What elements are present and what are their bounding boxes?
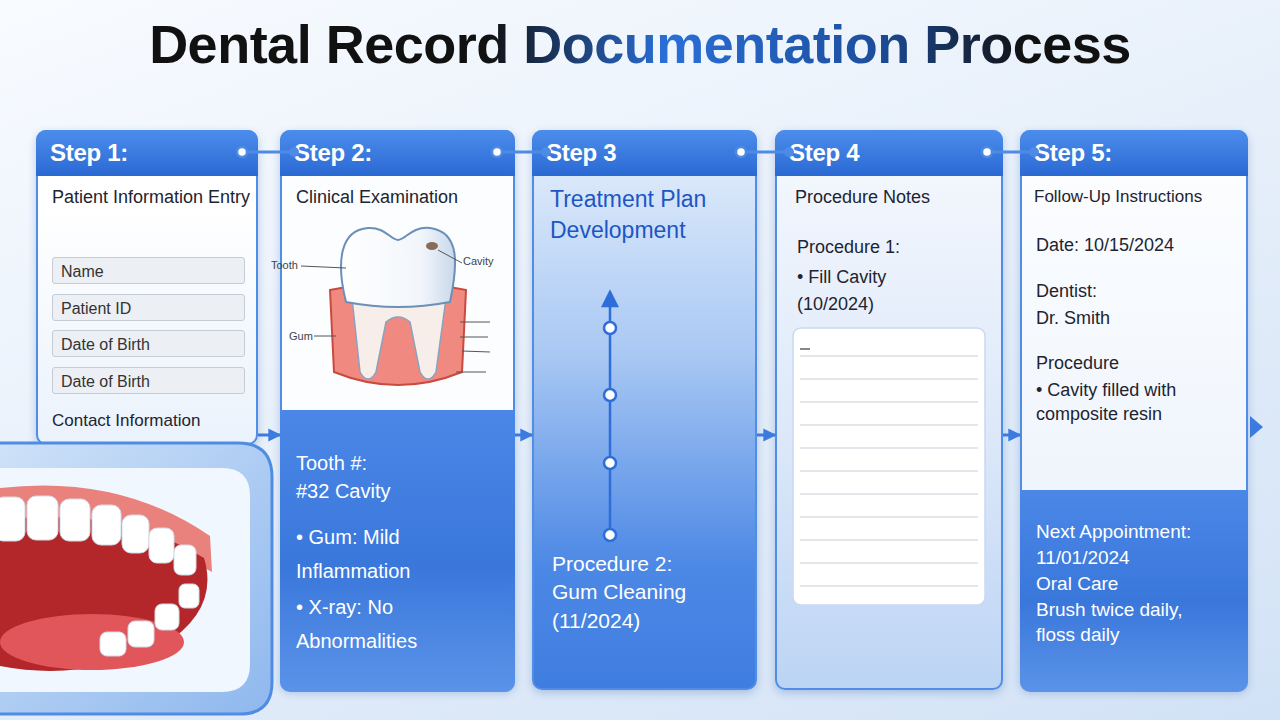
- form-field: Date of Birth: [52, 367, 245, 394]
- tooth: [128, 621, 154, 647]
- appointment-text: Next Appointment:: [1036, 520, 1241, 545]
- step-panel: Step 4 Procedure NotesProcedure 1: • Fill …: [775, 130, 1003, 690]
- appointment-text: 11/01/2024: [1036, 546, 1241, 571]
- lower-teeth: [100, 584, 199, 656]
- step-header: Step 5:: [1020, 130, 1248, 176]
- finding-text: • Gum: Mild Inflammation: [296, 520, 496, 588]
- followup-text: Procedure: [1036, 352, 1246, 375]
- mouth-cavity: [0, 517, 207, 671]
- finding-text: Tooth #:: [296, 450, 501, 476]
- followup-text: Dentist:: [1036, 280, 1246, 303]
- step-header: Step 3: [532, 130, 757, 176]
- tooth: [179, 584, 199, 608]
- form-field-label: Patient ID: [61, 299, 241, 320]
- tooth: [155, 604, 179, 630]
- finding-text: #32 Cavity: [296, 478, 501, 504]
- arrow-head: [1250, 416, 1263, 438]
- plan-item: Procedure 2: Gum Cleaning (11/2024): [552, 550, 712, 635]
- tooth: [149, 528, 174, 563]
- appointment-box: Next Appointment:11/01/2024Oral CareBrus…: [1020, 490, 1248, 692]
- diagram-title: Dental Record Documentation Process: [0, 12, 1280, 76]
- step-header: Step 4: [775, 130, 1003, 176]
- tooth: [100, 632, 126, 656]
- tongue: [0, 614, 184, 670]
- step-header: Step 2:: [280, 130, 515, 176]
- form-field-label: Date of Birth: [61, 372, 241, 393]
- step-title: Treatment Plan Development: [550, 184, 745, 246]
- upper-gum: [0, 485, 212, 572]
- mouth-frame: [0, 443, 272, 714]
- step-panel: Step 5: Follow-Up InstructionsDate: 10/15…: [1020, 130, 1248, 690]
- appointment-text: Brush twice daily, floss daily: [1036, 598, 1211, 647]
- mouth-frame-inner: [0, 468, 250, 692]
- flow-arrow: [1003, 434, 1020, 437]
- form-field-label: Date of Birth: [61, 335, 241, 356]
- step-panel: Step 2: Clinical ExaminationTooth #:#32 C…: [280, 130, 515, 690]
- followup-text: • Cavity filled with composite resin: [1036, 378, 1241, 427]
- tooth: [174, 545, 196, 575]
- step-title: Clinical Examination: [296, 186, 511, 209]
- flow-arrow: [757, 434, 775, 437]
- tooth: [0, 497, 25, 541]
- note-text: Procedure 1:: [797, 236, 987, 259]
- step-title: Procedure Notes: [795, 186, 995, 209]
- followup-text: Date: 10/15/2024: [1036, 234, 1246, 257]
- form-field: Patient ID: [52, 294, 245, 321]
- step-header: Step 1:: [36, 130, 258, 176]
- upper-teeth: [0, 496, 196, 575]
- form-field-label: Contact Information: [52, 410, 256, 432]
- form-field: Name: [52, 257, 245, 284]
- finding-text: • X-ray: No Abnormalities: [296, 590, 501, 658]
- step-panel: Step 3 Treatment Plan DevelopmentProcedur…: [532, 130, 757, 690]
- tooth: [27, 496, 58, 540]
- flow-arrow: [515, 434, 532, 437]
- followup-text: Dr. Smith: [1036, 307, 1246, 330]
- flow-arrow: [258, 434, 280, 437]
- findings-box: Tooth #:#32 Cavity • Gum: Mild Inflammati…: [280, 410, 515, 692]
- note-text: • Fill Cavity (10/2024): [797, 264, 937, 318]
- step-title: Patient Information Entry: [52, 186, 256, 209]
- tooth: [122, 515, 149, 553]
- step-panel: Step 1: Patient Information EntryContact …: [36, 130, 258, 445]
- form-field-label: Name: [61, 262, 241, 283]
- tooth: [60, 499, 90, 541]
- mouth-illustration: [0, 443, 272, 714]
- step-title: Follow-Up Instructions: [1034, 186, 1250, 208]
- appointment-text: Oral Care: [1036, 572, 1241, 597]
- form-field: Date of Birth: [52, 330, 245, 357]
- tooth: [92, 505, 121, 545]
